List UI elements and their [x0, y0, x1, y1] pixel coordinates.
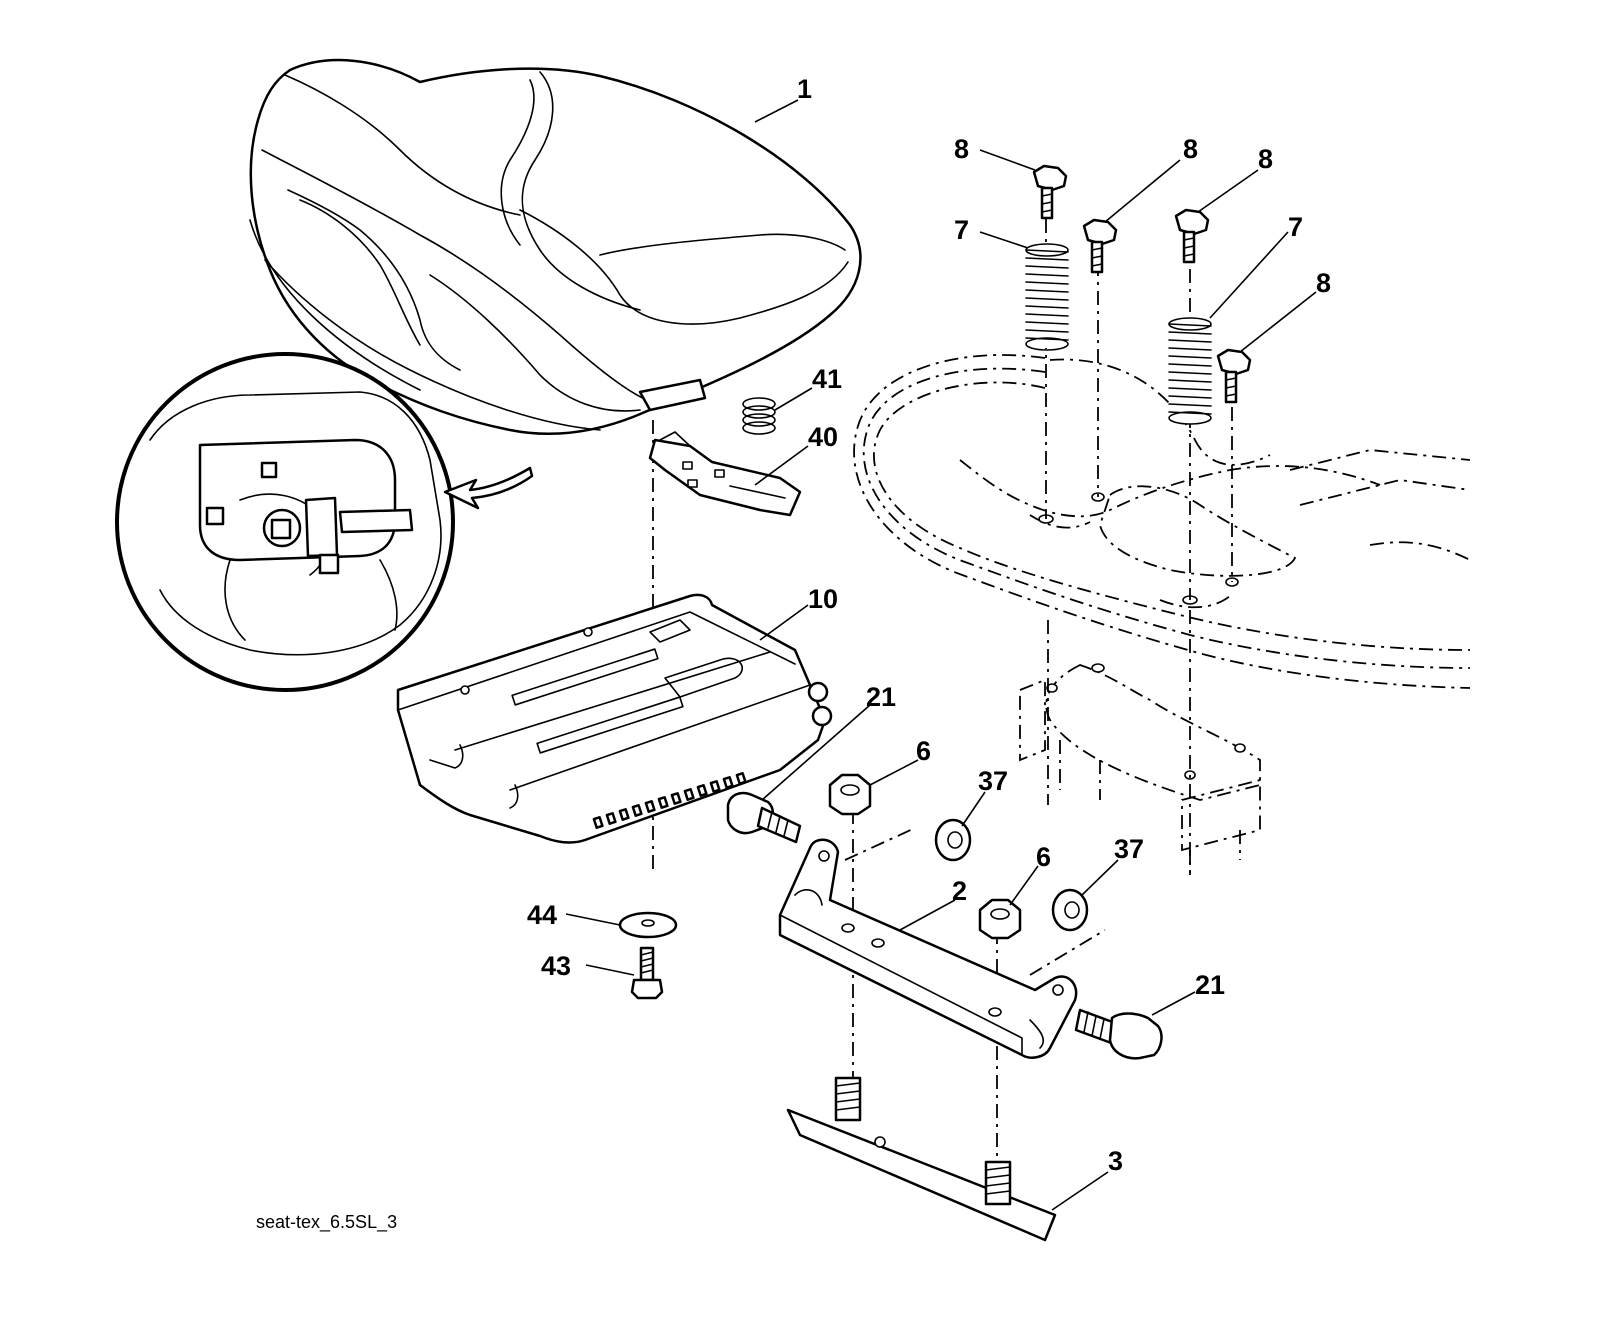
- bolt-c: [1174, 208, 1210, 264]
- clip: [648, 431, 802, 517]
- label-spring-right: 7: [1288, 212, 1303, 242]
- label-small-spring: 41: [812, 364, 842, 394]
- screw: [630, 946, 664, 1000]
- flange-nut-right: [1051, 888, 1089, 932]
- drawing-caption: seat-tex_6.5SL_3: [256, 1212, 397, 1233]
- bolt-d: [1216, 348, 1252, 404]
- label-flange-nut-right: 37: [1114, 834, 1144, 864]
- label-clip: 40: [808, 422, 838, 452]
- pivot-bolt-left: [726, 791, 802, 844]
- label-nut-right: 6: [1036, 842, 1051, 872]
- nut-right: [978, 898, 1022, 940]
- label-bolt-c: 8: [1258, 144, 1273, 174]
- washer: [618, 911, 678, 939]
- label-seat-pan: 10: [808, 584, 838, 614]
- detail-inset: [115, 352, 534, 692]
- pivot-bolt-right: [1074, 1008, 1163, 1060]
- seat-bracket: [778, 838, 1078, 1059]
- seat-pan: [396, 593, 833, 844]
- label-spring-left: 7: [954, 215, 969, 245]
- label-rail-plate: 3: [1108, 1146, 1123, 1176]
- adjust-slots: [592, 772, 747, 829]
- bolt-b: [1082, 218, 1118, 274]
- label-bolt-b: 8: [1183, 134, 1198, 164]
- flange-nut-left: [934, 818, 972, 862]
- label-nut-left: 6: [916, 736, 931, 766]
- callout-labels: 1 8 8 8 8 7 7 41 40 10 21 6 37 6 37 2 21…: [527, 74, 1331, 1176]
- small-spring: [742, 397, 776, 435]
- bolt-a: [1032, 164, 1068, 220]
- seat: [249, 58, 862, 436]
- spring-left: [1025, 243, 1069, 351]
- nut-left: [828, 773, 872, 816]
- spring-right: [1168, 317, 1212, 425]
- label-seat-bracket: 2: [952, 876, 967, 906]
- label-bolt-d: 8: [1316, 268, 1331, 298]
- label-pivot-bolt-left: 21: [866, 682, 896, 712]
- label-screw: 43: [541, 951, 571, 981]
- mower-frame-outline: [853, 354, 1471, 875]
- label-flange-nut-left: 37: [978, 766, 1008, 796]
- rail-plate: [786, 1076, 1057, 1242]
- label-seat: 1: [797, 74, 812, 104]
- label-washer: 44: [527, 900, 557, 930]
- leader-lines: [565, 99, 1317, 1211]
- label-bolt-a: 8: [954, 134, 969, 164]
- label-pivot-bolt-right: 21: [1195, 970, 1225, 1000]
